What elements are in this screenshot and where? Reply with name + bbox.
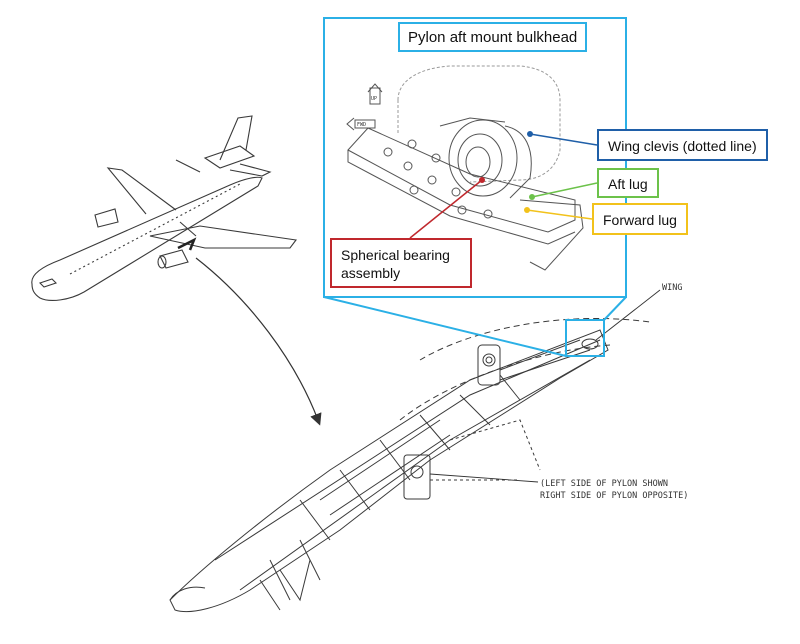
detail-title-callout: Pylon aft mount bulkhead [398,22,588,52]
inset-fwd-label: FWD [357,122,366,128]
aft-lug-callout: Aft lug [597,168,659,198]
zoom-arrow [195,257,322,426]
callout-pointers [409,131,598,239]
pylon-illustration [169,317,651,613]
spherical-bearing-callout: Spherical bearing assembly [330,238,472,288]
detail-connector-left [323,296,567,357]
wing-label: WING [662,283,683,293]
detail-connector-right [603,296,627,321]
pylon-note-line2: RIGHT SIDE OF PYLON OPPOSITE) [540,491,689,501]
wing-leader-line [595,289,661,341]
pylon-note-line1: (LEFT SIDE OF PYLON SHOWN [540,479,668,489]
bulkhead-inset-drawing [346,65,584,271]
note-leader-line [429,473,539,483]
forward-lug-callout: Forward lug [592,203,688,235]
detail-area-marker [565,319,605,357]
aircraft-illustration [31,115,297,301]
inset-up-label: UP [371,96,377,102]
wing-clevis-callout: Wing clevis (dotted line) [597,129,768,161]
